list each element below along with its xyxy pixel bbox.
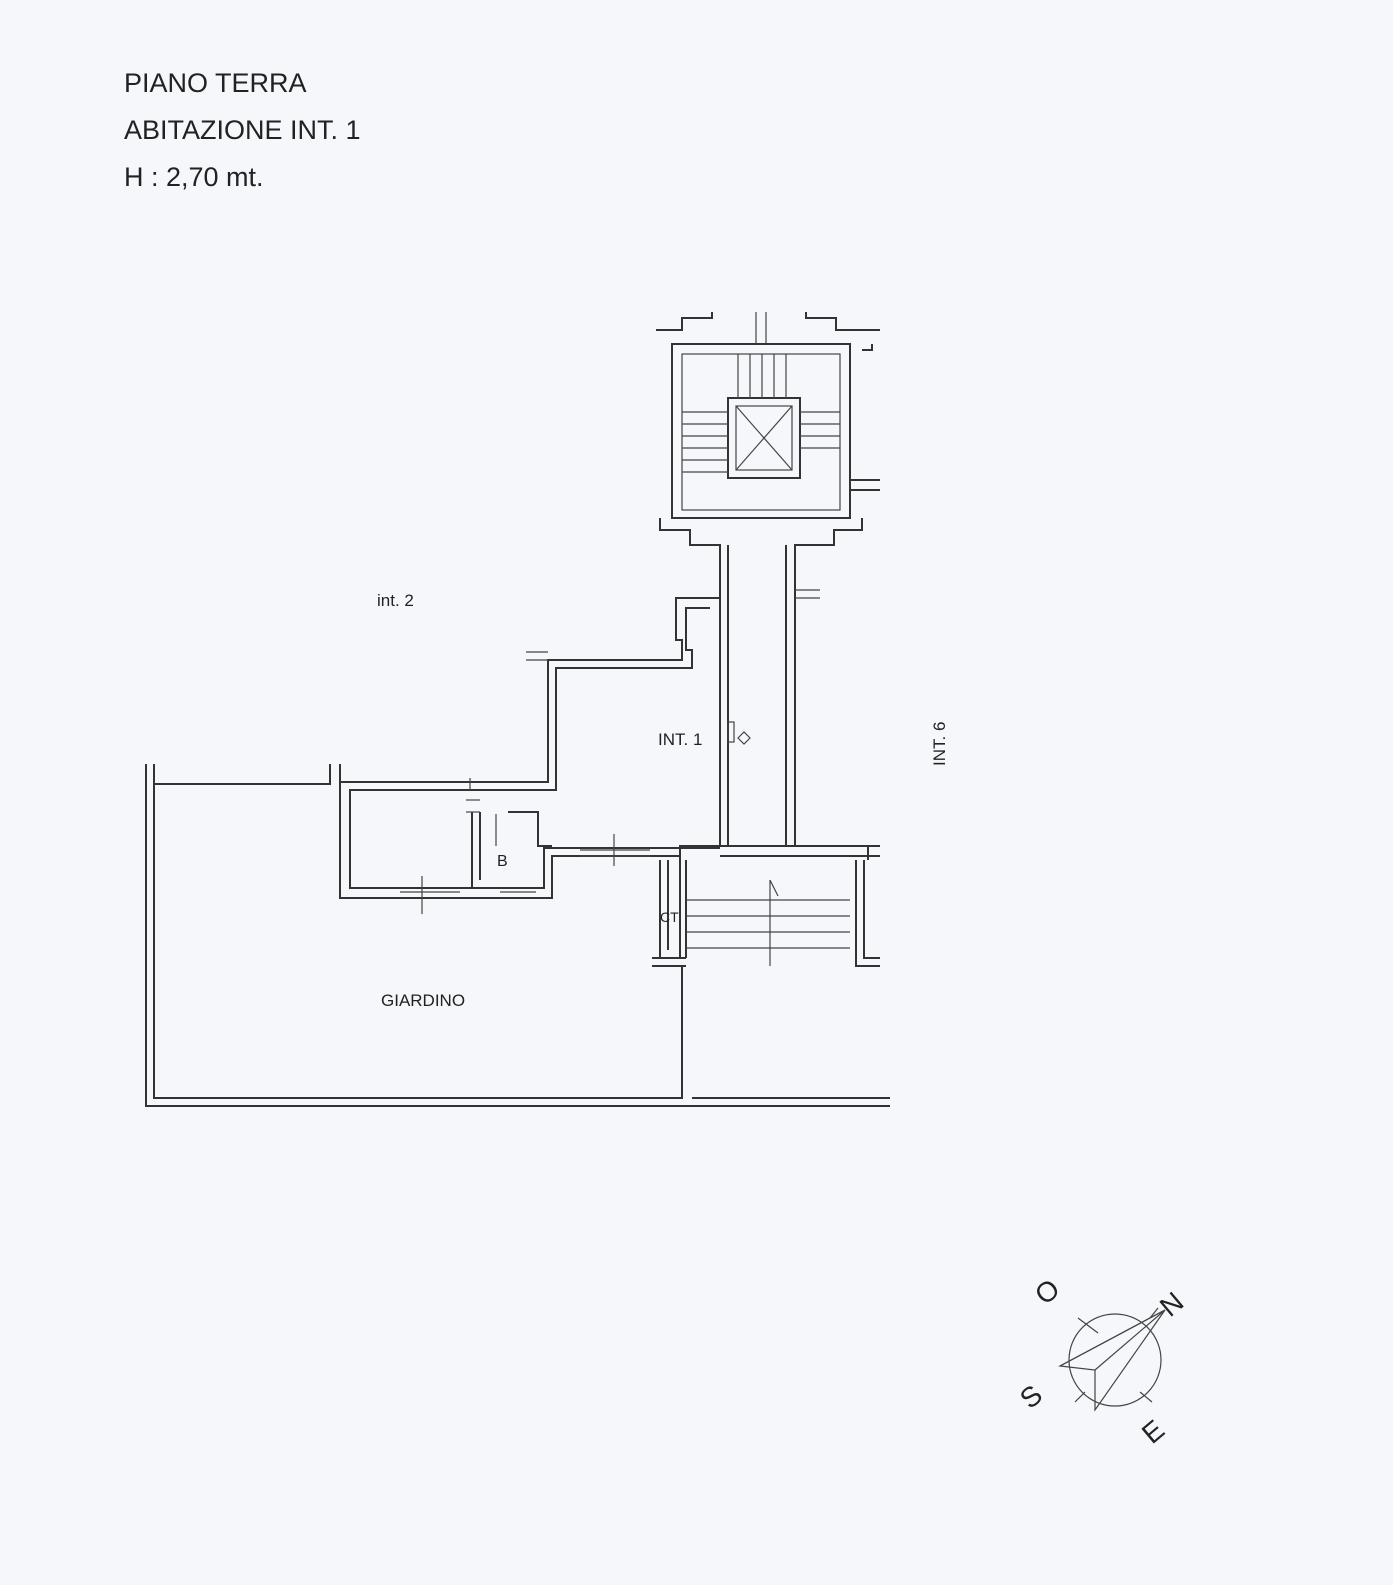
corridor xyxy=(719,545,820,846)
label-bathroom: B xyxy=(497,853,508,870)
garden-boundary xyxy=(145,764,890,1107)
label-garden: GIARDINO xyxy=(381,991,465,1010)
compass-west: O xyxy=(1029,1273,1066,1311)
lower-stair-block xyxy=(652,845,880,967)
unit-title: ABITAZIONE INT. 1 xyxy=(124,115,361,145)
compass-north: N xyxy=(1154,1286,1189,1323)
label-int-6: INT. 6 xyxy=(930,722,949,766)
stair-core xyxy=(656,312,880,598)
label-ct: CT xyxy=(660,909,679,925)
ceiling-height: H : 2,70 mt. xyxy=(124,162,264,192)
compass-needle xyxy=(1058,1309,1166,1412)
label-int-1: INT. 1 xyxy=(658,730,702,749)
stair-treads-top xyxy=(682,354,840,473)
compass-circle xyxy=(1068,1313,1162,1407)
compass-south: S xyxy=(1014,1379,1048,1415)
compass-east: E xyxy=(1136,1414,1170,1450)
compass-rose: N E S O xyxy=(1014,1273,1189,1450)
floor-title: PIANO TERRA xyxy=(124,68,307,98)
plan-title-block: PIANO TERRA ABITAZIONE INT. 1 H : 2,70 m… xyxy=(124,60,361,201)
label-int-2: int. 2 xyxy=(377,591,414,610)
apartment-walls xyxy=(339,597,720,914)
